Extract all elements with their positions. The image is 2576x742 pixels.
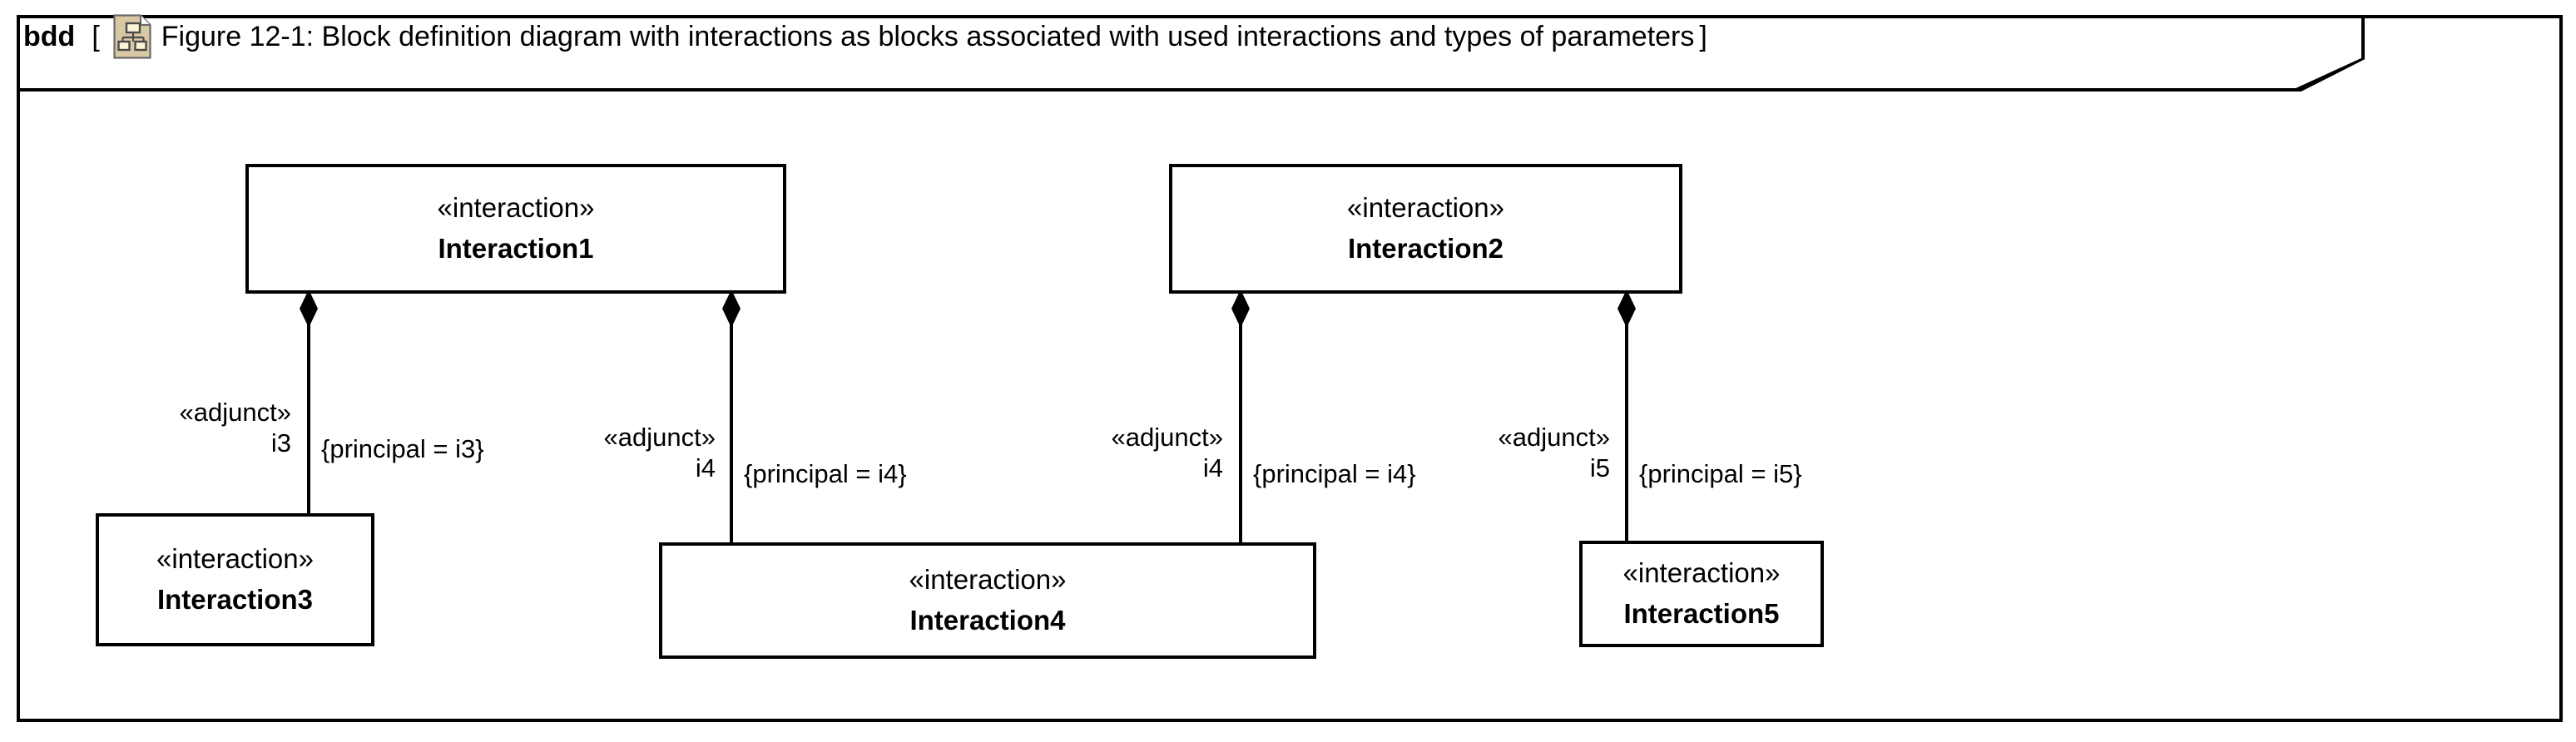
association-end-stereotype: «adjunct»: [603, 423, 716, 452]
association-end-role: i3: [270, 428, 291, 458]
block-stereotype: «interaction»: [1347, 192, 1504, 224]
diagram-title: Figure 12-1: Block definition diagram wi…: [161, 21, 1695, 52]
association-end-role: i5: [1589, 453, 1610, 482]
association-line-1-4: [730, 324, 733, 545]
block-stereotype: «interaction»: [1622, 557, 1781, 589]
header-tab-background: [20, 18, 2361, 88]
block-interaction2[interactable]: «interaction» Interaction2: [1169, 164, 1682, 294]
association-end-label-1-3: «adjunct» i3: [50, 398, 291, 458]
block-interaction1[interactable]: «interaction» Interaction1: [245, 164, 786, 294]
block-definition-diagram-icon: [113, 14, 151, 59]
block-name: Interaction2: [1347, 233, 1504, 264]
block-stereotype: «interaction»: [156, 543, 314, 575]
composition-diamond-1-3: [300, 289, 318, 328]
association-line-2-5: [1625, 324, 1628, 542]
composition-diamond-1-4: [722, 289, 741, 328]
association-end-stereotype: «adjunct»: [179, 398, 291, 427]
association-end-label-2-5: «adjunct» i5: [1369, 423, 1610, 483]
association-end-label-2-4: «adjunct» i4: [982, 423, 1223, 483]
block-interaction3[interactable]: «interaction» Interaction3: [96, 513, 374, 646]
diagram-header-content: bdd [ Figure 12-1: Block definition diag…: [23, 0, 1707, 73]
bracket-close: ]: [1699, 21, 1707, 52]
association-line-1-3: [307, 324, 310, 516]
composition-diamond-2-4: [1231, 289, 1250, 328]
block-stereotype: «interaction»: [909, 564, 1067, 596]
diagram-kind-label: bdd: [23, 21, 76, 52]
association-constraint-1-4: {principal = i4}: [744, 459, 907, 488]
bracket-open: [: [92, 21, 100, 52]
block-name: Interaction4: [909, 605, 1066, 636]
association-end-role: i4: [695, 453, 716, 482]
association-end-stereotype: «adjunct»: [1498, 423, 1610, 452]
association-constraint-2-4: {principal = i4}: [1253, 459, 1416, 488]
block-name: Interaction5: [1623, 598, 1780, 629]
composition-diamond-2-5: [1617, 289, 1636, 328]
association-line-2-4: [1239, 324, 1242, 545]
association-end-stereotype: «adjunct»: [1111, 423, 1223, 452]
block-name: Interaction1: [438, 233, 594, 264]
association-end-label-1-4: «adjunct» i4: [474, 423, 716, 483]
block-interaction5[interactable]: «interaction» Interaction5: [1579, 541, 1824, 647]
association-constraint-2-5: {principal = i5}: [1639, 459, 1802, 488]
association-end-role: i4: [1202, 453, 1223, 482]
block-stereotype: «interaction»: [437, 192, 595, 224]
block-interaction4[interactable]: «interaction» Interaction4: [659, 542, 1316, 659]
block-name: Interaction3: [156, 584, 314, 615]
diagram-header-tab: [17, 15, 2365, 92]
association-constraint-1-3: {principal = i3}: [321, 434, 484, 463]
